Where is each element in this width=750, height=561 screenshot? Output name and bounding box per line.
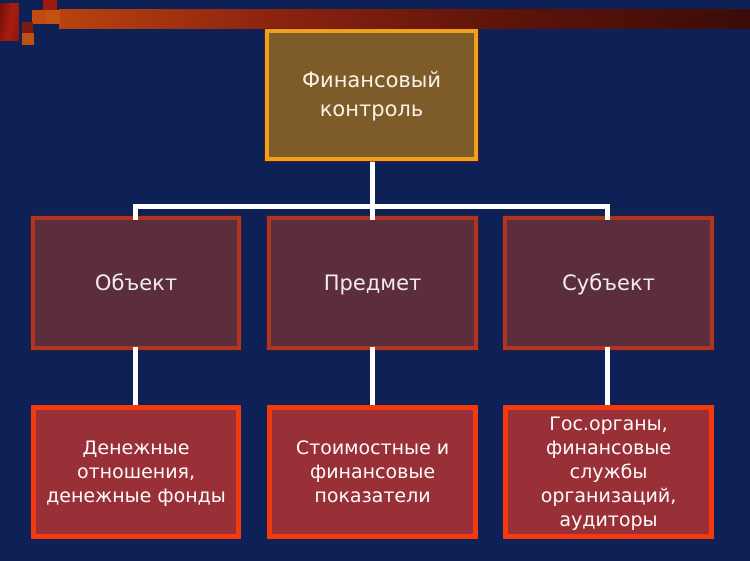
connector-stub-right xyxy=(605,204,610,220)
box-cost-financial-indicators-label: Стоимостные и финансовые показатели xyxy=(295,437,450,507)
decor-square-orange-2 xyxy=(46,10,60,24)
decor-square-maroon xyxy=(22,22,33,33)
connector-subject-to-detail xyxy=(605,347,610,406)
header-left-red-block xyxy=(0,3,19,41)
connector-object-to-detail xyxy=(133,347,138,406)
header-gradient-banner xyxy=(59,9,750,29)
connector-stub-middle xyxy=(370,204,375,220)
connector-stub-left xyxy=(133,204,138,220)
box-object: Объект xyxy=(31,216,241,350)
box-predmet: Предмет xyxy=(267,216,478,350)
box-object-label: Объект xyxy=(94,270,178,295)
box-financial-control-label: Финансовый контроль xyxy=(301,68,442,121)
box-state-bodies-auditors-label: Гос.органы, финансовые службы организаци… xyxy=(540,413,677,531)
decor-square-dark-red xyxy=(43,0,57,11)
box-financial-control: Финансовый контроль xyxy=(265,29,478,161)
connector-predmet-to-detail xyxy=(370,347,375,406)
box-subject: Субъект xyxy=(503,216,714,350)
box-cost-financial-indicators: Стоимостные и финансовые показатели xyxy=(267,405,478,539)
box-state-bodies-auditors: Гос.органы, финансовые службы организаци… xyxy=(503,405,714,539)
box-monetary-relations: Денежные отношения, денежные фонды xyxy=(31,405,241,539)
decor-square-orange-1 xyxy=(32,10,46,24)
decor-square-orange-3 xyxy=(22,33,34,45)
box-predmet-label: Предмет xyxy=(323,270,422,295)
box-subject-label: Субъект xyxy=(562,270,655,295)
connector-root-vertical xyxy=(370,161,375,207)
box-monetary-relations-label: Денежные отношения, денежные фонды xyxy=(46,437,226,507)
